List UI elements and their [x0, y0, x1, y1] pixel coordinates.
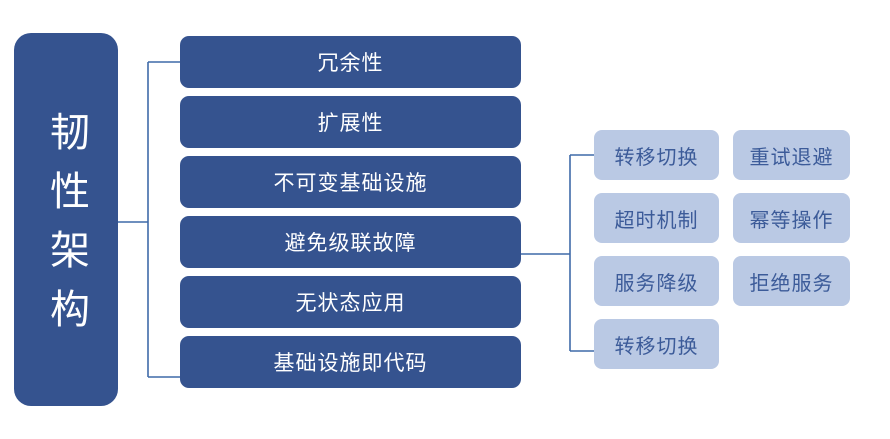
primary-node-label: 基础设施即代码: [273, 352, 428, 375]
primary-node-label: 扩展性: [317, 112, 384, 135]
secondary-node-idempotent-operation[interactable]: 幂等操作: [733, 193, 850, 243]
primary-node-avoid-cascading-failure[interactable]: 避免级联故障: [180, 216, 521, 268]
secondary-node-label: 重试退避: [749, 146, 834, 169]
connector-root-to-primary: [118, 61, 180, 378]
secondary-node-service-degradation[interactable]: 服务降级: [594, 256, 719, 306]
secondary-node-label: 拒绝服务: [749, 272, 834, 295]
secondary-node-label: 服务降级: [614, 272, 699, 295]
secondary-node-failover[interactable]: 转移切换: [594, 130, 719, 180]
primary-node-scalability[interactable]: 扩展性: [180, 96, 521, 148]
primary-node-infrastructure-as-code[interactable]: 基础设施即代码: [180, 336, 521, 388]
secondary-node-label: 超时机制: [614, 209, 699, 232]
primary-node-label: 避免级联故障: [284, 232, 417, 255]
root-node-label: 韧性架构: [44, 111, 88, 347]
secondary-node-label: 幂等操作: [749, 209, 834, 232]
root-node[interactable]: 韧性架构: [14, 33, 118, 406]
primary-node-redundancy[interactable]: 冗余性: [180, 36, 521, 88]
primary-node-immutable-infrastructure[interactable]: 不可变基础设施: [180, 156, 521, 208]
secondary-node-column-left: 转移切换 超时机制 服务降级 转移切换: [594, 130, 719, 369]
primary-node-column: 冗余性 扩展性 不可变基础设施 避免级联故障 无状态应用 基础设施即代码: [180, 36, 521, 388]
secondary-node-timeout[interactable]: 超时机制: [594, 193, 719, 243]
primary-node-stateless-application[interactable]: 无状态应用: [180, 276, 521, 328]
secondary-node-label: 转移切换: [614, 335, 699, 358]
primary-node-label: 无状态应用: [295, 292, 406, 315]
primary-node-label: 不可变基础设施: [273, 172, 428, 195]
secondary-node-failover-2[interactable]: 转移切换: [594, 319, 719, 369]
secondary-node-label: 转移切换: [614, 146, 699, 169]
primary-node-label: 冗余性: [317, 52, 384, 75]
secondary-node-reject-service[interactable]: 拒绝服务: [733, 256, 850, 306]
secondary-node-column-right: 重试退避 幂等操作 拒绝服务: [733, 130, 850, 306]
secondary-node-retry-backoff[interactable]: 重试退避: [733, 130, 850, 180]
connector-primary-to-secondary: [521, 154, 594, 352]
